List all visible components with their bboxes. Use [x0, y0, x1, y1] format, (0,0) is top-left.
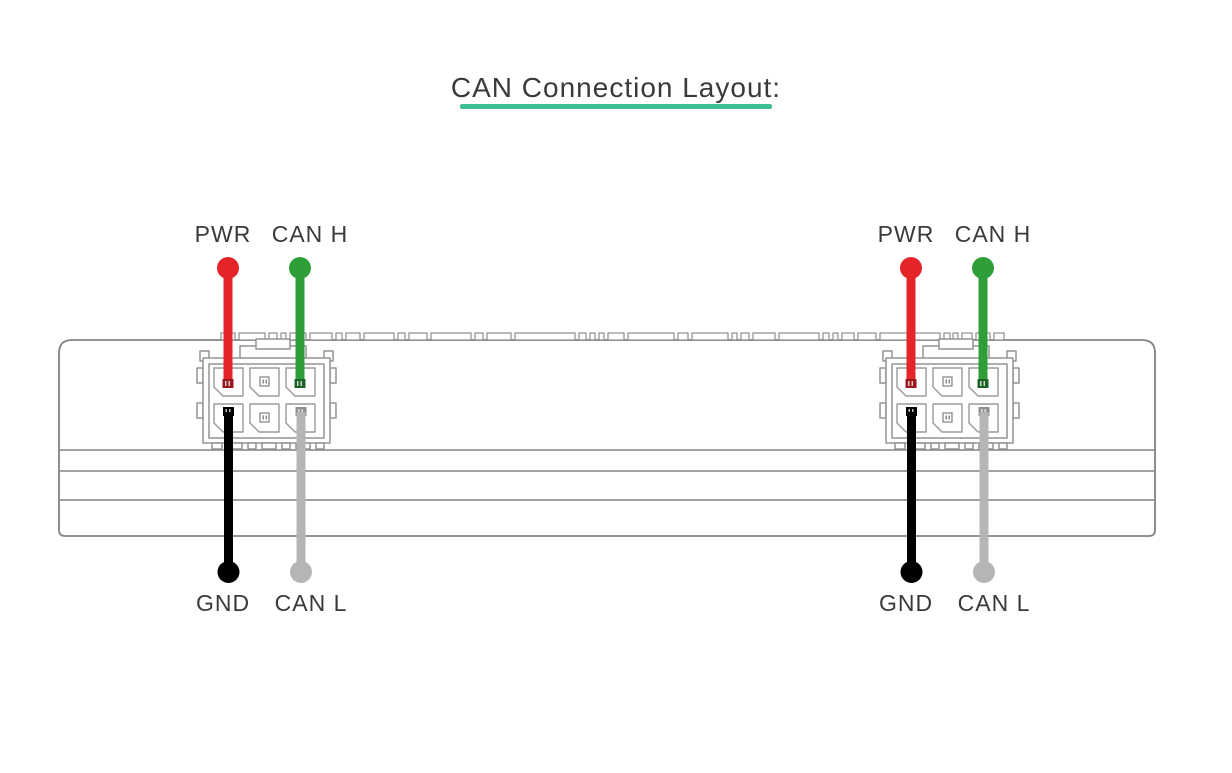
can-h-crimp-terminal [294, 379, 306, 388]
crimp-mark [908, 381, 910, 386]
pwr-crimp-terminal [222, 379, 234, 388]
gnd-wire-end-dot [900, 561, 923, 583]
body-fin [993, 332, 1005, 341]
body-fin [731, 332, 738, 341]
title-underline [460, 104, 772, 109]
crimp-mark [983, 381, 985, 386]
can-l-crimp-terminal [978, 407, 990, 416]
gnd-crimp-terminal [906, 407, 917, 416]
pwr-wire-end-dot [900, 257, 922, 279]
gnd-wire-end-dot [217, 561, 240, 583]
body-fin [578, 332, 587, 341]
body-fin [430, 332, 472, 341]
body-fin [238, 332, 266, 341]
can-h-wire-end-dot [289, 257, 311, 279]
body-fin [474, 332, 484, 341]
body-fin [832, 332, 839, 341]
body-fin [598, 332, 605, 341]
body-fin [752, 332, 776, 341]
body-fin [841, 332, 855, 341]
can-h-wire-end-dot [972, 257, 994, 279]
can-l-label: CAN L [275, 590, 348, 616]
body-fin [335, 332, 343, 341]
crimp-mark [297, 381, 299, 386]
connector-left: PWR CAN H GND CAN L [195, 221, 349, 616]
can-l-crimp-terminal [295, 407, 307, 416]
crimp-mark [984, 409, 986, 414]
pwr-crimp-terminal [905, 379, 917, 388]
can-h-label: CAN H [955, 221, 1032, 247]
device-body-outline [58, 339, 1156, 537]
crimp-mark [911, 381, 913, 386]
body-fin [408, 332, 428, 341]
body-fin [778, 332, 820, 341]
body-fin [627, 332, 675, 341]
diagram-title: CAN Connection Layout: [451, 72, 781, 103]
body-fin [514, 332, 576, 341]
crimp-mark [908, 409, 910, 414]
can-h-crimp-terminal [977, 379, 989, 388]
body-fins [220, 332, 1005, 341]
can-l-label: CAN L [958, 590, 1031, 616]
gnd-label: GND [879, 590, 933, 616]
crimp-mark [229, 409, 231, 414]
connector-right: PWR CAN H GND CAN L [878, 221, 1032, 616]
body-fin [677, 332, 689, 341]
crimp-mark [228, 381, 230, 386]
pwr-label: PWR [878, 221, 935, 247]
pwr-label: PWR [195, 221, 252, 247]
crimp-mark [225, 381, 227, 386]
body-fin [857, 332, 877, 341]
body-fin [486, 332, 512, 341]
pwr-wire-end-dot [217, 257, 239, 279]
body-fin [589, 332, 596, 341]
body-fin [309, 332, 333, 341]
body-fin [607, 332, 625, 341]
can-l-wire-end-dot [973, 561, 995, 583]
gnd-label: GND [196, 590, 250, 616]
crimp-mark [912, 409, 914, 414]
crimp-mark [981, 409, 983, 414]
crimp-mark [225, 409, 227, 414]
can-h-label: CAN H [272, 221, 349, 247]
body-fin [397, 332, 406, 341]
crimp-mark [980, 381, 982, 386]
can-l-wire-end-dot [290, 561, 312, 583]
crimp-mark [301, 409, 303, 414]
body-fin [822, 332, 830, 341]
crimp-mark [298, 409, 300, 414]
body-fin [691, 332, 729, 341]
body-fin [363, 332, 395, 341]
body-fin [740, 332, 750, 341]
gnd-crimp-terminal [223, 407, 234, 416]
crimp-mark [300, 381, 302, 386]
body-fin [345, 332, 361, 341]
